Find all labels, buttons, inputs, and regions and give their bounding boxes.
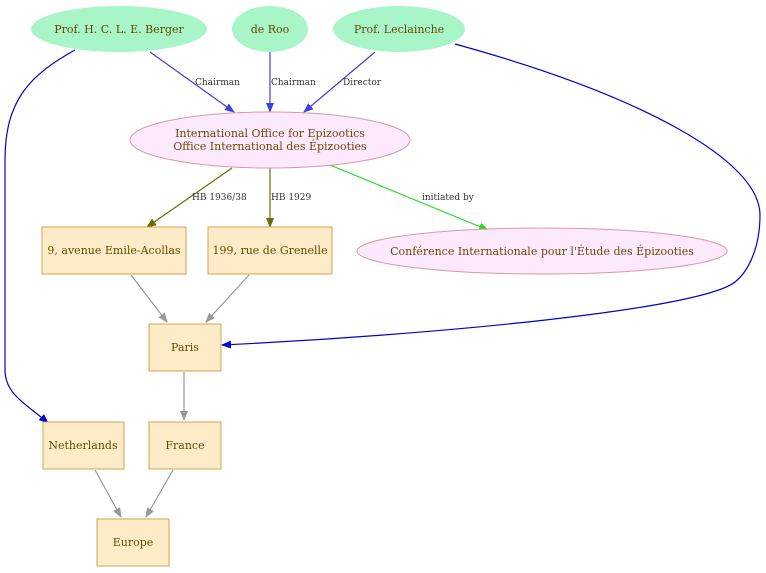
node-france: France: [148, 421, 222, 470]
node-acollas: 9, avenue Emile-Acollas: [41, 226, 187, 275]
node-paris-label: Paris: [171, 341, 199, 354]
node-oie-label-fr: Office International des Épizooties: [173, 139, 367, 153]
node-deroo-label: de Roo: [251, 23, 290, 36]
node-netherlands-label: Netherlands: [48, 439, 118, 452]
node-oie-label-en: International Office for Epizootics: [175, 127, 365, 140]
node-oie: International Office for Epizootics Offi…: [129, 111, 411, 169]
node-conference-label: Conférence Internationale pour l'Étude d…: [390, 244, 694, 258]
edge-berger-netherlands: [4, 49, 76, 424]
node-berger-label: Prof. H. C. L. E. Berger: [54, 23, 184, 36]
node-conference: Conférence Internationale pour l'Étude d…: [356, 227, 728, 275]
edge-label-deroo-chairman: Chairman: [271, 78, 316, 88]
edge-oie-conference: [329, 164, 489, 231]
node-netherlands: Netherlands: [42, 421, 125, 470]
node-leclainche-label: Prof. Leclainche: [354, 23, 444, 36]
node-acollas-label: 9, avenue Emile-Acollas: [47, 244, 180, 257]
node-grenelle: 199, rue de Grenelle: [207, 226, 333, 275]
edge-leclainche-oie: [303, 51, 376, 113]
edge-france-europe: [145, 469, 174, 518]
edge-netherlands-europe: [94, 469, 122, 518]
edge-grenelle-paris: [205, 274, 250, 323]
node-deroo: de Roo: [232, 6, 308, 52]
node-grenelle-label: 199, rue de Grenelle: [212, 244, 327, 257]
edge-leclainche-paris: [221, 43, 761, 349]
node-europe: Europe: [96, 518, 170, 567]
edge-label-initiated-by: initiated by: [422, 193, 475, 203]
node-france-label: France: [165, 439, 204, 452]
edge-label-leclainche-director: Director: [343, 78, 382, 88]
edge-oie-acollas: [146, 167, 233, 228]
node-paris: Paris: [148, 323, 222, 372]
edge-label-hb1936: HB 1936/38: [192, 193, 247, 203]
edge-label-berger-chairman: Chairman: [195, 78, 240, 88]
edge-label-hb1929: HB 1929: [271, 193, 312, 203]
node-europe-label: Europe: [113, 536, 154, 549]
edge-berger-oie: [149, 51, 235, 113]
node-berger: Prof. H. C. L. E. Berger: [31, 6, 207, 52]
node-leclainche: Prof. Leclainche: [333, 6, 465, 52]
edge-acollas-paris: [130, 274, 168, 323]
